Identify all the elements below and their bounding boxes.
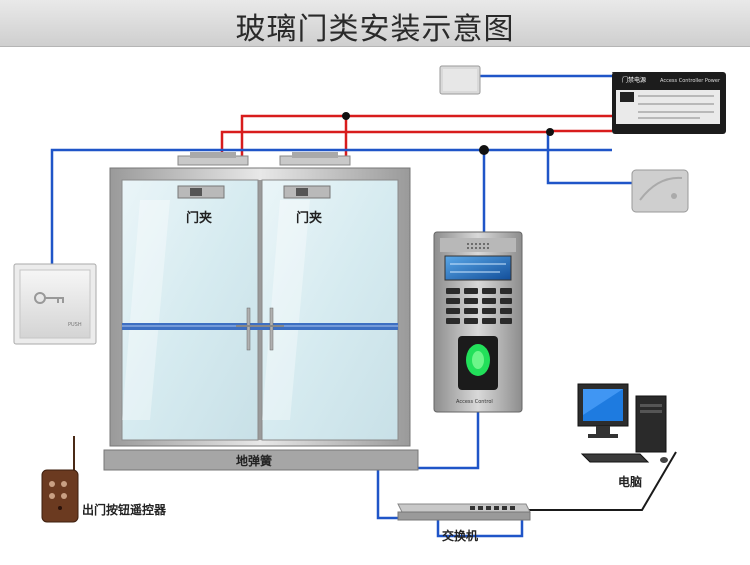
exit-button-push: PUSH	[68, 322, 82, 328]
card-reader-right	[631, 169, 689, 213]
diagram-title: 玻璃门类安装示意图	[235, 12, 515, 47]
remote-control-label: 出门按钮遥控器	[82, 502, 167, 517]
terminal-brand: Access Control	[456, 399, 493, 405]
floor-spring-label: 地弹簧	[236, 453, 272, 468]
exit-button: PUSH	[13, 263, 97, 345]
door-clip-left-label: 门夹	[186, 210, 212, 226]
fingerprint-terminal: Access Control	[433, 231, 523, 413]
wire-junctions	[342, 112, 554, 155]
computer	[577, 383, 668, 463]
floor-spring-bar	[103, 449, 419, 471]
black-wire	[528, 451, 677, 511]
power-supply: 门禁电源 Access Controller Power	[612, 72, 726, 134]
red-wires	[220, 114, 612, 157]
magnetic-lock-left	[177, 152, 249, 166]
switch-label: 交换机	[442, 528, 478, 543]
computer-label: 电脑	[618, 474, 642, 489]
card-reader-top	[439, 65, 481, 95]
power-supply-name: 门禁电源	[622, 76, 646, 84]
magnetic-lock-right	[279, 152, 351, 166]
power-supply-en: Access Controller Power	[660, 78, 721, 84]
glass-door	[109, 167, 411, 447]
title-bar: 玻璃门类安装示意图	[0, 0, 750, 47]
remote-control	[41, 436, 79, 523]
network-switch	[397, 503, 531, 521]
door-clip-right-label: 门夹	[296, 210, 322, 226]
